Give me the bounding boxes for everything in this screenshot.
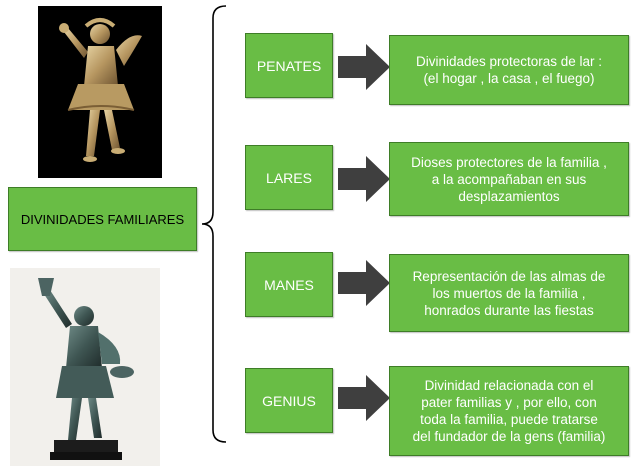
category-label: LARES [266,169,312,186]
bottom-statue-image [10,268,160,466]
description-lares: Dioses protectores de la familia , a la … [389,142,629,216]
category-manes: MANES [245,252,333,317]
description-line: (el hogar , la casa , el fuego) [423,71,595,86]
description-line: toda la familia, puede tratarse [420,412,598,427]
description-line: honrados durante las fiestas [424,302,594,318]
arrow-4 [338,375,390,421]
description-line: Representación de las almas de [412,268,606,284]
category-lares: LARES [245,145,333,210]
curly-bracket [201,5,227,443]
root-label: DIVINIDADES FAMILIARES [20,211,185,227]
arrow-3 [338,260,390,306]
description-line: los muertos de la familia , [432,285,586,301]
top-statue-image [38,6,162,178]
description-line: Divinidad relacionada con el [424,378,594,393]
description-penates: Divinidades protectoras de lar : (el hog… [389,35,629,105]
category-label: PENATES [256,57,322,74]
description-manes: Representación de las almas de los muert… [389,254,629,332]
category-label: MANES [264,276,314,293]
description-line: Dioses protectores de la familia , [411,154,607,170]
description-line: a la acompañaban en sus [431,171,587,187]
category-label: GENIUS [262,392,316,409]
description-line: Divinidades protectoras de lar : [415,54,603,69]
description-line: del fundador de la gens (familia) [412,429,606,444]
arrow-1 [338,44,390,90]
arrow-2 [338,156,390,202]
category-penates: PENATES [245,33,333,98]
description-genius: Divinidad relacionada con el pater famil… [389,366,629,456]
description-line: pater familias y , por ello, con [421,395,597,410]
category-genius: GENIUS [245,368,333,433]
description-line: desplazamientos [458,188,560,204]
root-node: DIVINIDADES FAMILIARES [8,187,197,251]
